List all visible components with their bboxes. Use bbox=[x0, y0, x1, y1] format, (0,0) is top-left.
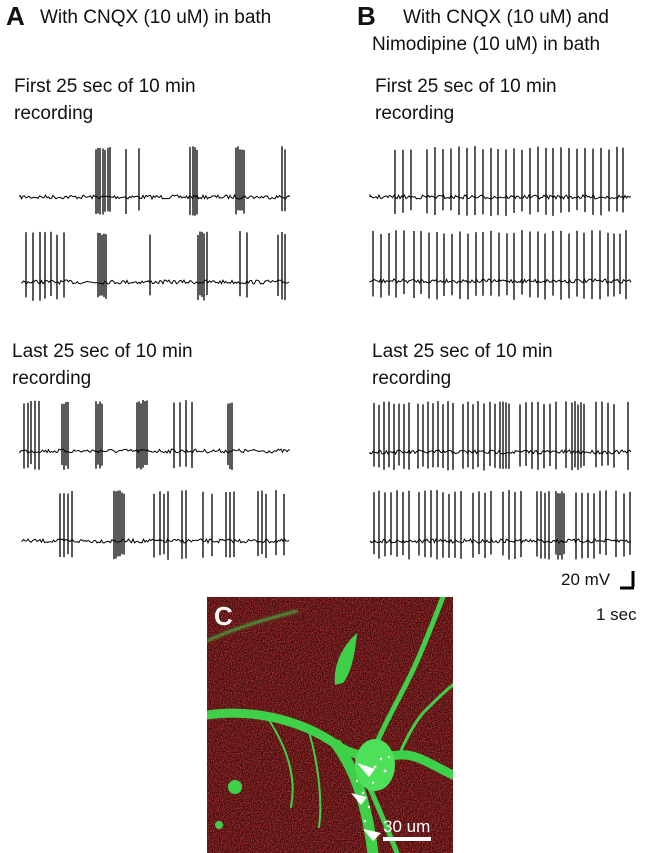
panel-b-last-label-line2: recording bbox=[372, 368, 452, 389]
panel-b-title-line2: Nimodipine (10 uM) in bath bbox=[372, 34, 601, 55]
panel-b-last-label-line1: Last 25 sec of 10 min bbox=[372, 341, 553, 362]
trace-baseline bbox=[19, 448, 291, 455]
panel-b-first-label-line2: recording bbox=[375, 103, 455, 124]
panel-a-first-label: First 25 sec of 10 min recording bbox=[14, 73, 196, 127]
trace-a-last-1 bbox=[19, 400, 291, 470]
panel-a-title: With CNQX (10 uM) in bath bbox=[40, 7, 272, 28]
panel-b-last-label: Last 25 sec of 10 min recording bbox=[372, 338, 553, 392]
confocal-micrograph bbox=[207, 597, 453, 853]
panel-letter-c: C bbox=[214, 601, 233, 631]
panel-a-first-label-line2: recording bbox=[14, 103, 94, 124]
panel-a-last-label-line1: Last 25 sec of 10 min bbox=[12, 341, 193, 362]
arrowheads bbox=[351, 763, 381, 841]
green-neuron bbox=[207, 597, 453, 853]
arrowhead-icon bbox=[363, 829, 381, 841]
trace-baseline bbox=[21, 537, 290, 545]
trace-baseline bbox=[21, 279, 290, 286]
trace-baseline bbox=[369, 193, 632, 200]
panel-b-first-label: First 25 sec of 10 min recording bbox=[375, 73, 557, 127]
panel-b-first-label-line1: First 25 sec of 10 min bbox=[375, 76, 557, 97]
red-fiber-texture bbox=[207, 597, 453, 853]
trace-b-first-2 bbox=[369, 230, 632, 300]
scale-voltage-label: 20 mV bbox=[561, 570, 611, 589]
scale-time-label: 1 sec bbox=[596, 605, 637, 624]
panel-a-last-label: Last 25 sec of 10 min recording bbox=[12, 338, 193, 392]
trace-a-first-1 bbox=[19, 146, 291, 216]
panel-a-last-label-line2: recording bbox=[12, 368, 92, 389]
trace-baseline bbox=[369, 277, 632, 285]
trace-a-last-2 bbox=[21, 490, 290, 560]
trace-a-first-2 bbox=[21, 231, 290, 301]
trace-b-last-2 bbox=[369, 490, 632, 560]
panel-b-title-line1: With CNQX (10 uM) and bbox=[403, 7, 609, 28]
trace-b-first-1 bbox=[369, 146, 632, 216]
micrograph-scale-label: 30 um bbox=[383, 817, 431, 836]
scale-bar bbox=[620, 571, 635, 590]
trace-baseline bbox=[19, 193, 291, 201]
trace-b-last-1 bbox=[369, 401, 632, 471]
arrowhead-icon bbox=[351, 793, 367, 805]
panel-letter-a: A bbox=[6, 1, 25, 31]
panel-a-first-label-line1: First 25 sec of 10 min bbox=[14, 76, 196, 97]
panel-letter-b: B bbox=[357, 1, 376, 31]
arrowhead-icon bbox=[357, 763, 375, 777]
micrograph-scale-bar bbox=[383, 837, 431, 841]
